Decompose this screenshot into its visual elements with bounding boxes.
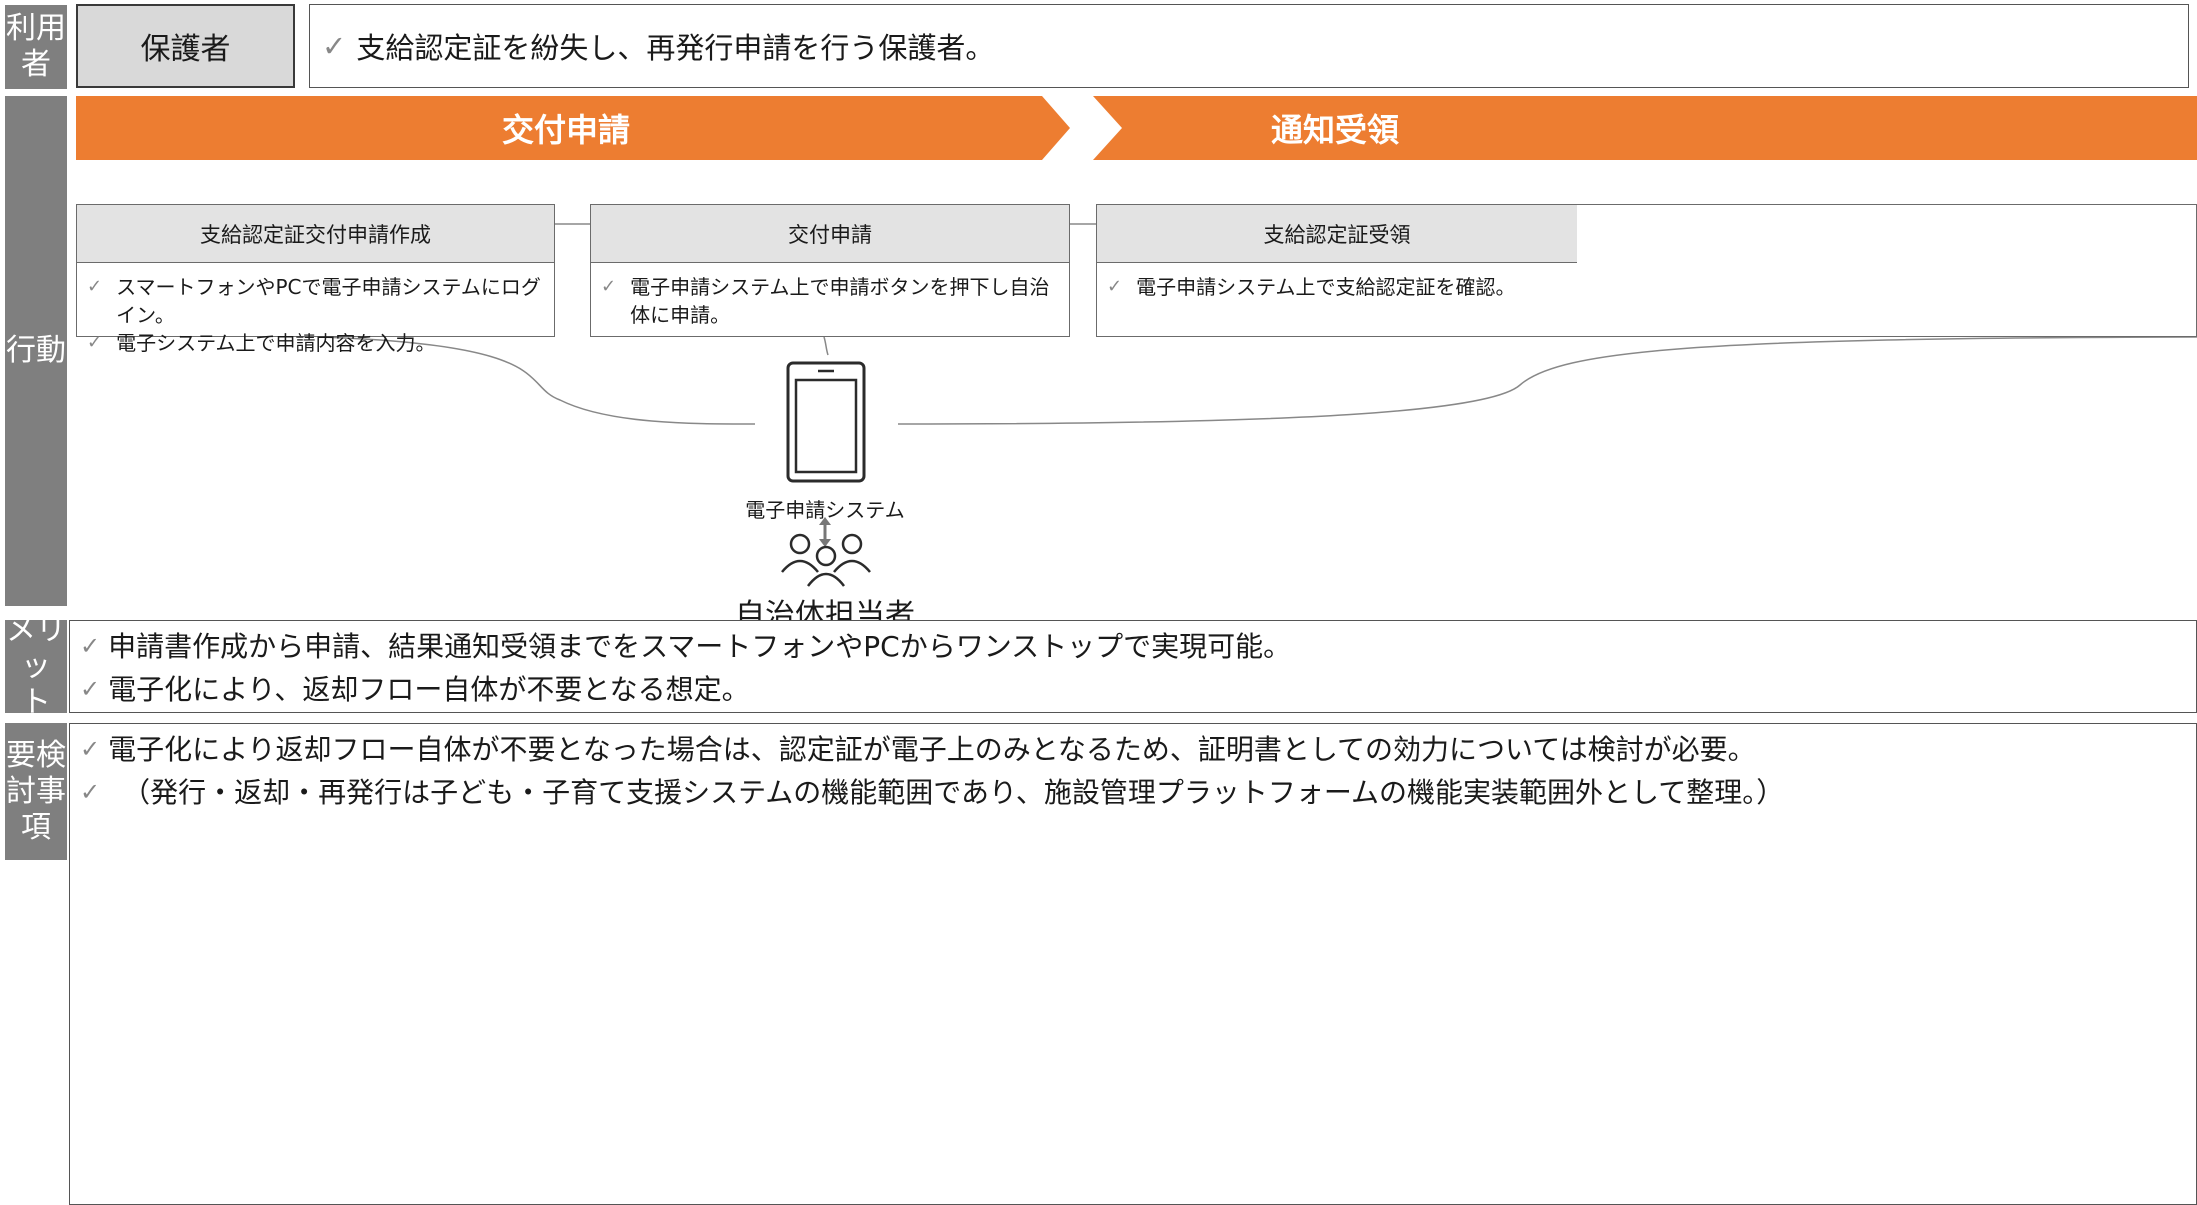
check-icon: ✓ bbox=[601, 276, 617, 297]
merits-box: ✓申請書作成から申請、結果通知受領までをスマートフォンやPCからワンストップで実… bbox=[69, 620, 2197, 713]
user-description: ✓ 支給認定証を紛失し、再発行申請を行う保護者。 bbox=[309, 4, 2189, 88]
flow-connectors bbox=[319, 223, 2197, 425]
bidirectional-arrow-icon bbox=[819, 517, 831, 547]
merit-item: 電子化により、返却フロー自体が不要となる想定。 bbox=[108, 673, 750, 706]
check-icon: ✓ bbox=[322, 29, 347, 63]
smartphone-icon bbox=[786, 361, 866, 483]
check-icon: ✓ bbox=[87, 276, 103, 297]
check-icon: ✓ bbox=[1107, 276, 1123, 297]
step-item: 電子申請システム上で支給認定証を確認。 bbox=[1136, 275, 1516, 299]
user-description-text: 支給認定証を紛失し、再発行申請を行う保護者。 bbox=[356, 31, 995, 65]
row-header-user: 利用者 bbox=[5, 5, 67, 89]
step-box-create: 支給認定証交付申請作成 ✓ スマートフォンやPCで電子申請システムにログイン。 ✓… bbox=[76, 204, 555, 355]
step-item: 電子申請システム上で申請ボタンを押下し自治体に申請。 bbox=[630, 275, 1050, 327]
step-item: スマートフォンやPCで電子申請システムにログイン。 bbox=[116, 275, 541, 327]
step-title: 支給認定証受領 bbox=[1097, 205, 1577, 263]
check-icon: ✓ bbox=[80, 675, 101, 703]
stage-label-notify: 通知受領 bbox=[1270, 111, 1399, 149]
step-title: 交付申請 bbox=[591, 205, 1069, 263]
row-header-merit: メリット bbox=[5, 612, 67, 720]
user-role-cell: 保護者 bbox=[76, 4, 295, 88]
check-icon: ✓ bbox=[80, 778, 101, 806]
issues-box: ✓電子化により返却フロー自体が不要となった場合は、認定証が電子上のみとなるため、… bbox=[69, 723, 2197, 1205]
step-item: 電子システム上で申請内容を入力。 bbox=[116, 331, 436, 355]
stage-arrow-notify bbox=[1093, 96, 2197, 160]
user-role: 保護者 bbox=[140, 32, 231, 67]
issue-item: （発行・返却・再発行は子ども・子育て支援システムの機能範囲であり、施設管理プラッ… bbox=[122, 776, 1785, 809]
check-icon: ✓ bbox=[80, 735, 101, 763]
merit-item: 申請書作成から申請、結果通知受領までをスマートフォンやPCからワンストップで実現… bbox=[108, 630, 1292, 663]
stage-arrows bbox=[76, 96, 2197, 160]
issue-item: 電子化により返却フロー自体が不要となった場合は、認定証が電子上のみとなるため、証… bbox=[108, 733, 1756, 766]
stage-arrow-issue bbox=[76, 96, 1070, 160]
step-box-receive: 支給認定証受領 ✓ 電子申請システム上で支給認定証を確認。 bbox=[1096, 204, 2197, 337]
check-icon: ✓ bbox=[87, 332, 103, 353]
people-group-icon bbox=[781, 533, 871, 587]
step-box-submit: 交付申請 ✓ 電子申請システム上で申請ボタンを押下し自治体に申請。 bbox=[590, 204, 1070, 337]
row-header-action: 行動 bbox=[5, 96, 67, 606]
step-title: 支給認定証交付申請作成 bbox=[77, 205, 554, 263]
check-icon: ✓ bbox=[80, 632, 101, 660]
row-header-issues: 要検討事項 bbox=[5, 723, 67, 860]
stage-label-issue: 交付申請 bbox=[501, 111, 630, 149]
